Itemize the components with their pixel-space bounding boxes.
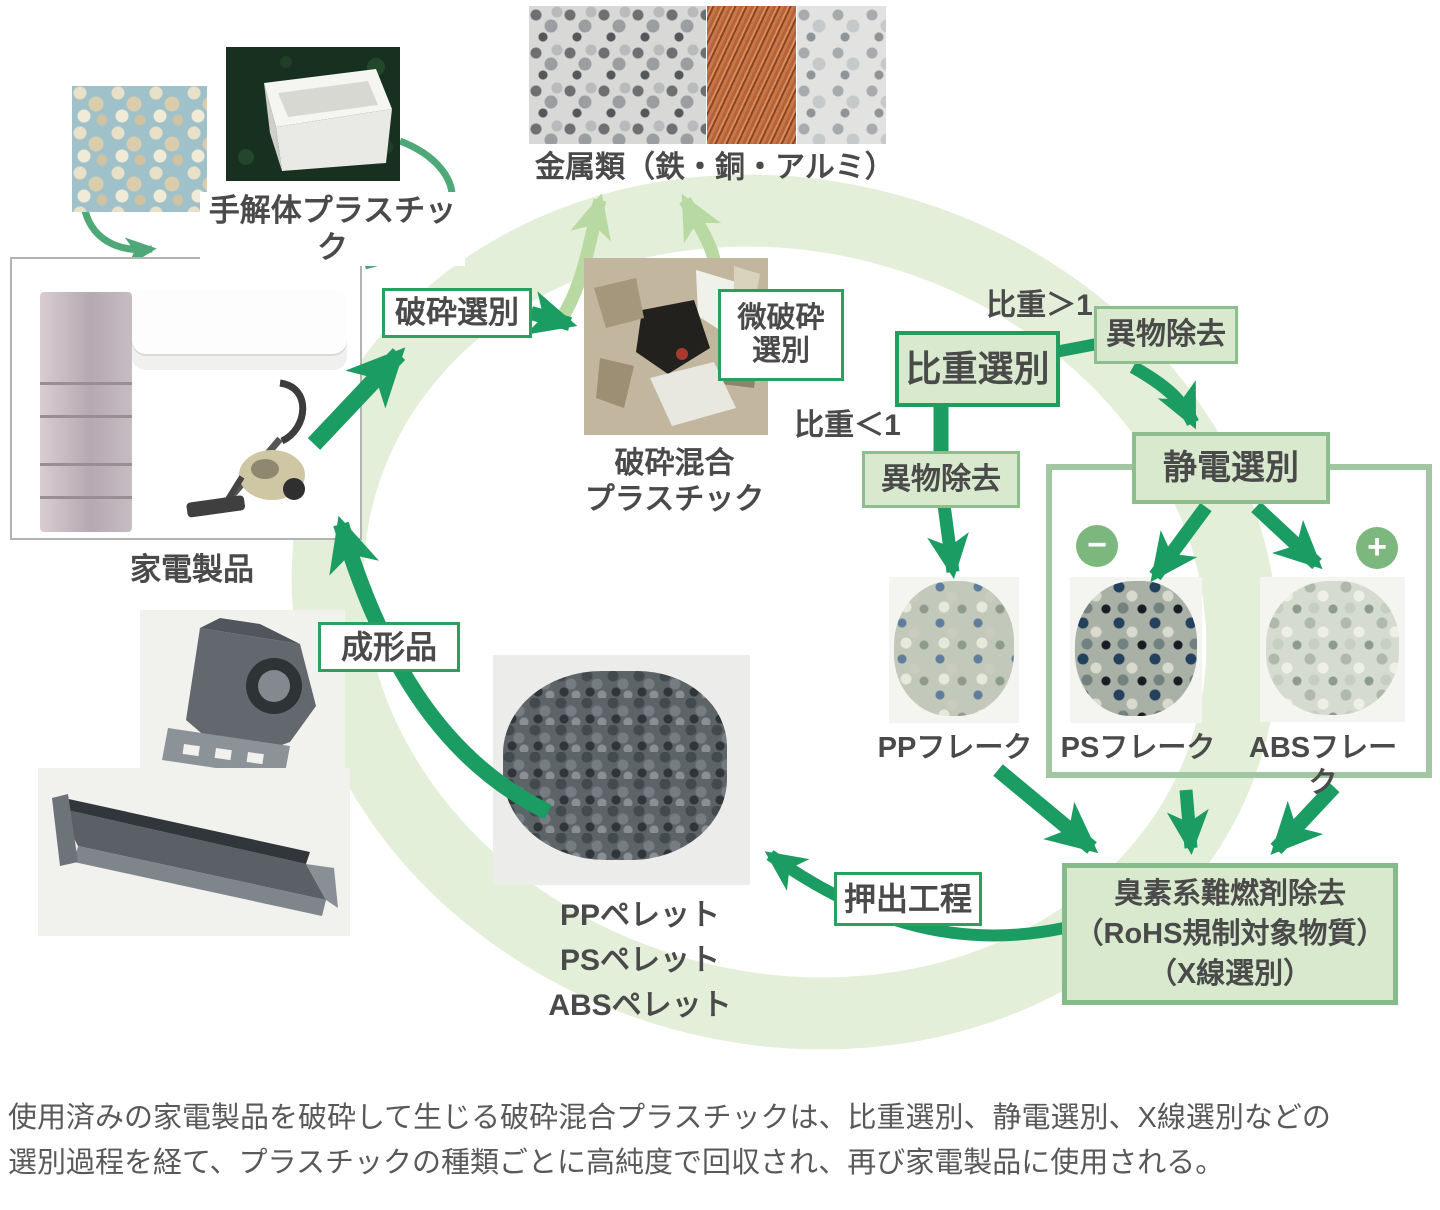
plus-badge: +	[1356, 527, 1398, 569]
copper-scrap-photo	[707, 6, 796, 144]
minus-badge: −	[1076, 525, 1118, 567]
arrow-ps-to-flame	[1166, 789, 1209, 855]
hand-disassembled-container-photo	[226, 47, 400, 181]
pp-pellet-label: PPペレット	[559, 899, 721, 932]
mixed-plastic-label: 破砕混合 プラスチック	[584, 447, 765, 516]
ps-pellet-label: PSペレット	[559, 944, 721, 977]
arrow-crush-to-mixed	[525, 291, 578, 335]
gravity-sort-box: 比重選別	[895, 331, 1060, 407]
arrow-pellets-to-appliances	[329, 515, 552, 820]
arrow-appliances-to-crush	[307, 347, 406, 450]
line-gravity-to-foreign-top	[1053, 338, 1099, 358]
ps-flake-photo	[1070, 577, 1202, 723]
foreign-removal-left-box: 異物除去	[862, 451, 1020, 508]
aluminum-scrap-photo	[797, 6, 886, 144]
gravity-lt-label: 比重＜1	[794, 409, 901, 442]
pellets-photo	[493, 655, 750, 885]
flame-retardant-removal-box: 臭素系難燃剤除去 （RoHS規制対象物質） （X線選別）	[1062, 863, 1398, 1005]
caption-line-2: 選別過程を経て、プラスチックの種類ごとに高純度で回収され、再び家電製品に使用され…	[8, 1147, 1225, 1179]
abs-pellet-label: ABSペレット	[548, 989, 732, 1022]
gravity-gt-label: 比重＞1	[986, 289, 1093, 322]
vacuum-cleaner-image	[186, 379, 307, 518]
arrow-electrostatic-to-ps	[1149, 502, 1212, 583]
abs-flake-photo	[1260, 577, 1405, 722]
appliances-photo-box	[10, 257, 362, 540]
arrow-foreign-to-electrostatic	[1129, 361, 1199, 430]
arrow-pp-to-flame	[993, 764, 1099, 854]
molded-part-photo-2	[38, 768, 350, 936]
extrusion-process-box: 押出工程	[834, 872, 982, 926]
arrow-foreign-left-to-pp	[927, 504, 969, 579]
pp-flake-photo	[889, 577, 1019, 723]
caption-text: 使用済みの家電製品を破砕して生じる破砕混合プラスチックは、比重選別、静電選別、X…	[8, 1096, 1432, 1186]
air-conditioner-image	[132, 290, 347, 370]
iron-scrap-photo	[529, 6, 706, 144]
electrostatic-sort-box: 静電選別	[1132, 432, 1330, 504]
hand-disassembled-chips-photo	[72, 86, 207, 212]
pp-flake-label: PPフレーク	[877, 732, 1033, 764]
refrigerator-image	[40, 292, 132, 532]
appliances-label: 家電製品	[130, 552, 254, 587]
pellets-labels: PPペレット PSペレット ABSペレット	[520, 893, 760, 1028]
fine-crush-sort-box: 微破砕 選別	[718, 289, 844, 381]
crush-sort-box: 破砕選別	[382, 288, 532, 338]
hand-disassembled-label: 手解体プラスチック	[200, 192, 465, 267]
arrow-electrostatic-to-abs	[1251, 501, 1323, 570]
molded-product-box: 成形品	[318, 622, 460, 672]
abs-flake-label: ABSフレーク	[1248, 732, 1398, 799]
ps-flake-label: PSフレーク	[1060, 732, 1216, 764]
foreign-removal-top-box: 異物除去	[1094, 306, 1238, 364]
arrow-abs-to-flame	[1270, 781, 1340, 855]
caption-line-1: 使用済みの家電製品を破砕して生じる破砕混合プラスチックは、比重選別、静電選別、X…	[8, 1102, 1331, 1134]
container-illustration	[226, 47, 400, 181]
curve-chips-to-appliances	[80, 205, 157, 267]
metals-label: 金属類（鉄・銅・アルミ）	[535, 151, 895, 184]
